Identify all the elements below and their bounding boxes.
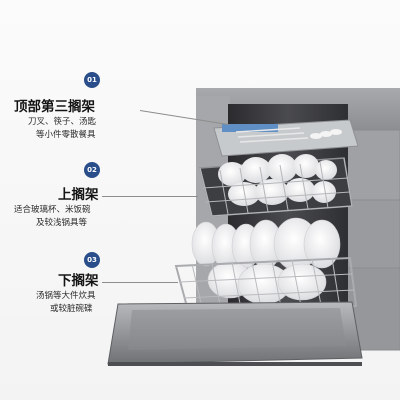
rack-title-third: 顶部第三搁架 — [14, 99, 95, 115]
rack-number-badge-03: 03 — [84, 252, 100, 268]
lower-rack — [174, 217, 358, 320]
rack-description-line: 汤锅等大件炊具 — [36, 291, 96, 301]
rack-number-badge-02: 02 — [84, 162, 100, 178]
dishwasher-door — [107, 301, 363, 366]
rack-title-upper: 上搁架 — [58, 187, 99, 203]
rack-description-line: 适合玻璃杯、米饭碗 — [14, 205, 91, 215]
rack-number-badge-01: 01 — [84, 72, 100, 88]
rack-description-line: 刀叉、筷子、汤匙 — [28, 117, 97, 127]
rack-description-line: 或较脏碗碟 — [50, 304, 93, 314]
connector-line-02 — [102, 196, 198, 197]
rack-description-line: 及较浅锅具等 — [36, 218, 88, 228]
cabinet-drawer — [345, 199, 400, 269]
connector-line-03 — [102, 282, 178, 283]
upper-rack — [199, 154, 353, 217]
third-rack — [213, 119, 359, 157]
rack-title-lower: 下搁架 — [58, 273, 99, 289]
rack-description-line: 等小件零散餐具 — [36, 130, 96, 140]
